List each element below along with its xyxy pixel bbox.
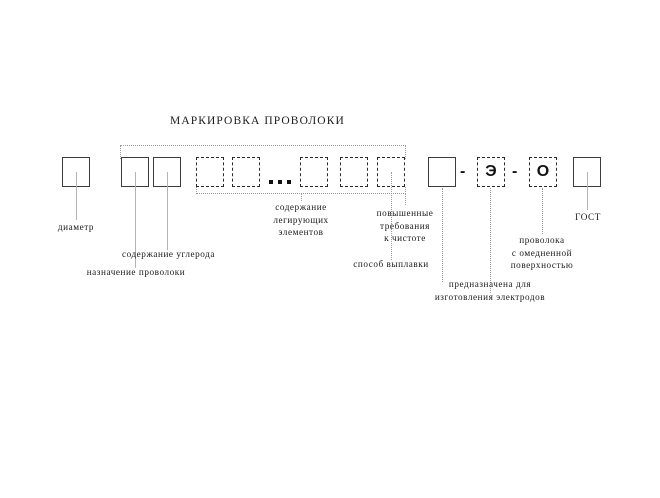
- top-bracket-horizontal: [120, 145, 406, 146]
- separator-hyphen-1: -: [460, 163, 466, 180]
- label-purpose: назначение проволоки: [60, 266, 212, 279]
- label-alloying-line-1: содержание: [275, 202, 327, 212]
- box-alloy-4[interactable]: [340, 157, 368, 187]
- label-purity-line-3: к чистоте: [384, 233, 426, 243]
- ellipsis-dot-2: [278, 180, 282, 184]
- alloy-label-leader: [301, 193, 302, 201]
- label-purity: повышенные требования к чистоте: [352, 207, 458, 245]
- leader-copper-coated: [542, 188, 543, 234]
- box-copper-coat-letter-glyph: О: [536, 163, 550, 180]
- box-melting-method[interactable]: [428, 157, 456, 187]
- label-melting: способ выплавки: [337, 258, 445, 271]
- label-copper-coated-line-3: поверхностью: [510, 260, 574, 270]
- label-copper-coated-line-1: проволока: [519, 235, 565, 245]
- label-alloying-line-2: легирующих: [273, 214, 329, 225]
- separator-hyphen-2: -: [512, 163, 518, 180]
- leader-diameter: [76, 172, 77, 220]
- top-bracket-right-tick: [405, 145, 406, 159]
- leader-purpose: [135, 172, 136, 268]
- leader-carbon: [167, 172, 168, 250]
- alloy-bracket-left-tick: [196, 187, 197, 194]
- label-diameter-line-1: диаметр: [57, 222, 95, 232]
- label-gost-line-1: ГОСТ: [575, 212, 601, 222]
- box-alloy-2[interactable]: [232, 157, 260, 187]
- leader-melting-method-box: [442, 188, 443, 282]
- label-electrodes-line-2: изготовления электродов: [434, 291, 546, 302]
- label-carbon-line-1: содержание углерода: [121, 249, 216, 259]
- box-copper-coat-letter[interactable]: О: [529, 157, 557, 187]
- diagram-title: МАРКИРОВКА ПРОВОЛОКИ: [170, 115, 345, 127]
- label-melting-line-1: способ выплавки: [353, 259, 429, 269]
- label-gost: ГОСТ: [560, 211, 616, 224]
- label-electrodes: предназначена для изготовления электродо…: [375, 278, 605, 303]
- label-purity-line-2: требования: [380, 220, 430, 231]
- label-copper-coated: проволока с омедненной поверхностью: [485, 234, 599, 272]
- top-bracket-left-tick: [120, 145, 121, 159]
- label-electrodes-line-1: предназначена для: [448, 279, 532, 289]
- label-alloying-line-3: элементов: [278, 227, 324, 237]
- leader-melting: [391, 172, 392, 260]
- box-electrode-letter[interactable]: Э: [477, 157, 505, 187]
- purity-label-leader: [405, 193, 406, 205]
- alloy-bracket-right-tick: [405, 187, 406, 194]
- leader-electrode: [490, 188, 491, 293]
- leader-gost: [587, 172, 588, 210]
- box-electrode-letter-glyph: Э: [485, 163, 497, 180]
- ellipsis-dot-3: [287, 180, 291, 184]
- label-diameter: диаметр: [36, 221, 116, 234]
- box-alloy-3[interactable]: [300, 157, 328, 187]
- box-alloy-1[interactable]: [196, 157, 224, 187]
- label-copper-coated-line-2: с омедненной: [511, 247, 573, 258]
- label-purpose-line-1: назначение проволоки: [86, 267, 186, 277]
- label-carbon: содержание углерода: [95, 248, 242, 261]
- ellipsis-dot-1: [269, 180, 273, 184]
- label-purity-line-1: повышенные: [376, 208, 434, 218]
- label-alloying: содержание легирующих элементов: [246, 201, 356, 239]
